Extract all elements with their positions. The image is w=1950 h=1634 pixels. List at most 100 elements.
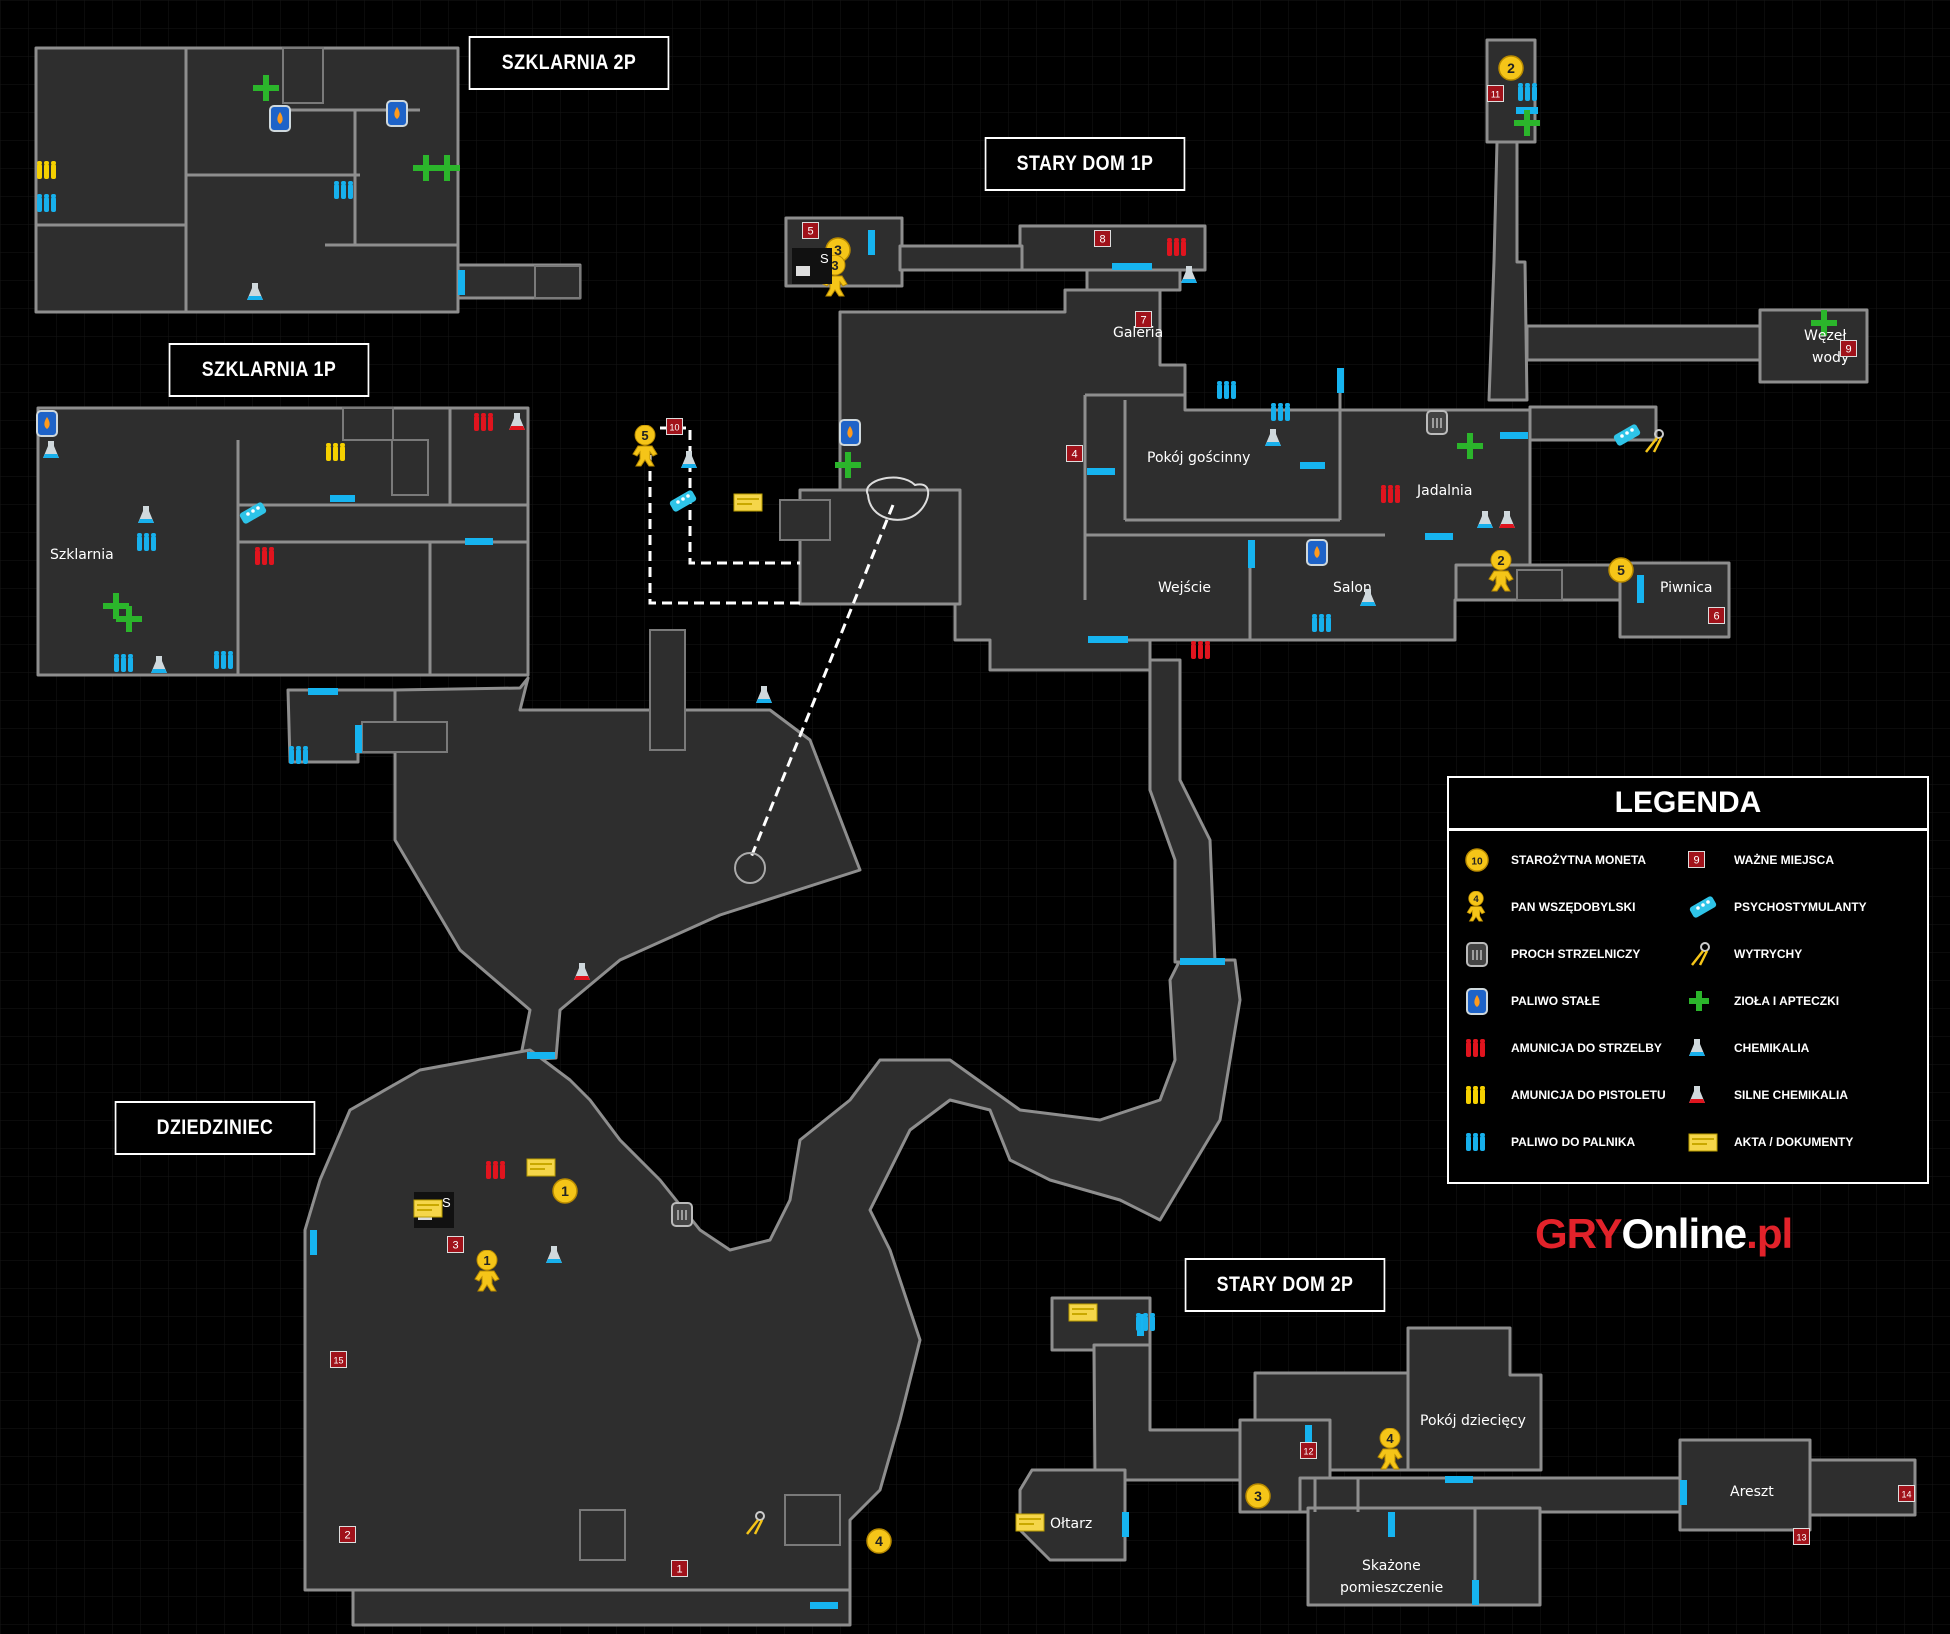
- svg-text:10: 10: [669, 423, 679, 433]
- svg-text:1: 1: [483, 1253, 490, 1268]
- svg-text:4: 4: [875, 1533, 883, 1549]
- document-icon: [1688, 1127, 1734, 1157]
- room-label-oltarz: Ołtarz: [1050, 1516, 1093, 1532]
- hole-icon: [866, 476, 930, 521]
- svg-text:3: 3: [834, 242, 842, 258]
- document-icon: [1068, 1302, 1098, 1327]
- legend-item: AMUNICJA DO STRZELBY: [1465, 1031, 1688, 1064]
- pistol-ammo-icon: [1465, 1080, 1511, 1110]
- important-place-icon: 15: [330, 1351, 347, 1373]
- legend-label: STAROŻYTNA MONETA: [1511, 852, 1647, 867]
- important-place-icon: 3: [447, 1236, 464, 1258]
- important-place-icon: 12: [1300, 1442, 1317, 1464]
- strong-chemicals-icon: [573, 962, 591, 987]
- svg-text:9: 9: [1845, 344, 1851, 356]
- burner-fuel-icon: [1517, 82, 1539, 107]
- svg-text:7: 7: [1140, 315, 1146, 327]
- svg-text:10: 10: [1471, 856, 1483, 867]
- wanderer-man-icon: 4: [1375, 1427, 1405, 1475]
- shotgun-ammo-icon: [1166, 237, 1188, 262]
- shotgun-ammo-icon: [1190, 640, 1212, 665]
- gunpowder-icon: [1465, 939, 1511, 969]
- pistol-ammo-icon: [36, 160, 58, 185]
- legend-label: AMUNICJA DO STRZELBY: [1511, 1040, 1662, 1055]
- chemicals-icon: [42, 440, 60, 465]
- brand-part-1: GRY: [1535, 1210, 1622, 1257]
- strong-chemicals-icon: [508, 412, 526, 437]
- room-label-wody: wody: [1812, 350, 1850, 366]
- room-label-pokoj-dzieciecy: Pokój dziecięcy: [1420, 1413, 1526, 1429]
- shotgun-ammo-icon: [254, 546, 276, 571]
- burner-fuel-icon: [288, 745, 310, 770]
- solid-fuel-icon: [35, 408, 59, 443]
- legend-item: PSYCHOSTYMULANTY: [1688, 890, 1911, 923]
- svg-text:14: 14: [1901, 1490, 1911, 1500]
- solid-fuel-icon: [268, 103, 292, 138]
- legend-item: PROCH STRZELNICZY: [1465, 937, 1688, 970]
- svg-text:2: 2: [1497, 553, 1504, 568]
- document-icon: [413, 1198, 443, 1223]
- shotgun-ammo-icon: [485, 1160, 507, 1185]
- legend-item: AKTA / DOKUMENTY: [1688, 1125, 1911, 1158]
- solid-fuel-icon: [838, 417, 862, 452]
- psychostimulant-icon: [1688, 892, 1734, 922]
- legend-label: PAN WSZĘDOBYLSKI: [1511, 899, 1636, 914]
- important-place-icon: 14: [1898, 1485, 1915, 1507]
- legend-item: AMUNICJA DO PISTOLETU: [1465, 1078, 1688, 1111]
- legend-label: PROCH STRZELNICZY: [1511, 946, 1641, 961]
- psychostimulant-icon: [668, 490, 698, 517]
- legend-item: CHEMIKALIA: [1688, 1031, 1911, 1064]
- wanderer-man-icon: 5: [630, 424, 660, 472]
- chemicals-icon: [150, 655, 168, 680]
- chemicals-icon: [137, 505, 155, 530]
- svg-text:1: 1: [676, 1564, 682, 1576]
- svg-text:2: 2: [344, 1530, 350, 1542]
- important-place-icon: 13: [1793, 1528, 1810, 1550]
- herb-icon: [1688, 986, 1734, 1016]
- svg-text:12: 12: [1303, 1447, 1313, 1457]
- brand-logo: GRYOnline.pl: [1535, 1210, 1793, 1258]
- ancient-coin-icon: 4: [866, 1528, 892, 1559]
- room-label-skazone: Skażone: [1362, 1558, 1421, 1574]
- room-label-szklarnia: Szklarnia: [50, 547, 114, 563]
- important-place-icon: 1: [671, 1560, 688, 1582]
- legend-item: PALIWO STAŁE: [1465, 984, 1688, 1017]
- title-stary-dom-2p: STARY DOM 2P: [1184, 1258, 1386, 1312]
- svg-text:9: 9: [1693, 855, 1699, 867]
- burner-fuel-icon: [333, 180, 355, 205]
- svg-text:5: 5: [807, 226, 813, 238]
- svg-text:3: 3: [452, 1240, 458, 1252]
- chemicals-icon: [1688, 1033, 1734, 1063]
- ancient-coin-icon: 1: [552, 1178, 578, 1209]
- legend-label: SILNE CHEMIKALIA: [1734, 1087, 1848, 1102]
- burner-fuel-icon: [113, 653, 135, 678]
- brand-part-3: .pl: [1746, 1210, 1793, 1257]
- room-label-galeria: Galeria: [1113, 325, 1164, 341]
- burner-fuel-icon: [136, 532, 158, 557]
- burner-fuel-icon: [1216, 380, 1238, 405]
- svg-text:S: S: [820, 251, 829, 266]
- room-label-pokoj-goscinny: Pokój gościnny: [1147, 450, 1251, 466]
- chemicals-icon: [1264, 428, 1282, 453]
- legend-label: WYTRYCHY: [1734, 946, 1803, 961]
- important-place-icon: 2: [339, 1526, 356, 1548]
- important-place-icon: 8: [1094, 230, 1111, 252]
- legend-item: WYTRYCHY: [1688, 937, 1911, 970]
- legend-label: CHEMIKALIA: [1734, 1040, 1810, 1055]
- legend-title: LEGENDA: [1449, 778, 1927, 831]
- important-place-icon: 9: [1688, 845, 1734, 875]
- drop-point-icon: [734, 852, 766, 884]
- burner-fuel-icon: [213, 650, 235, 675]
- ancient-coin-icon: 3: [1245, 1483, 1271, 1514]
- burner-fuel-icon: [1270, 402, 1292, 427]
- ancient-coin-icon: 5: [1608, 557, 1634, 588]
- room-label-wezel: Węzeł: [1804, 328, 1847, 344]
- svg-text:5: 5: [641, 428, 648, 443]
- important-place-icon: 6: [1708, 607, 1725, 629]
- wanderer-man-icon: 1: [472, 1249, 502, 1297]
- chemicals-icon: [246, 282, 264, 307]
- save-point-icon: S: [792, 248, 832, 289]
- shotgun-ammo-icon: [1380, 484, 1402, 509]
